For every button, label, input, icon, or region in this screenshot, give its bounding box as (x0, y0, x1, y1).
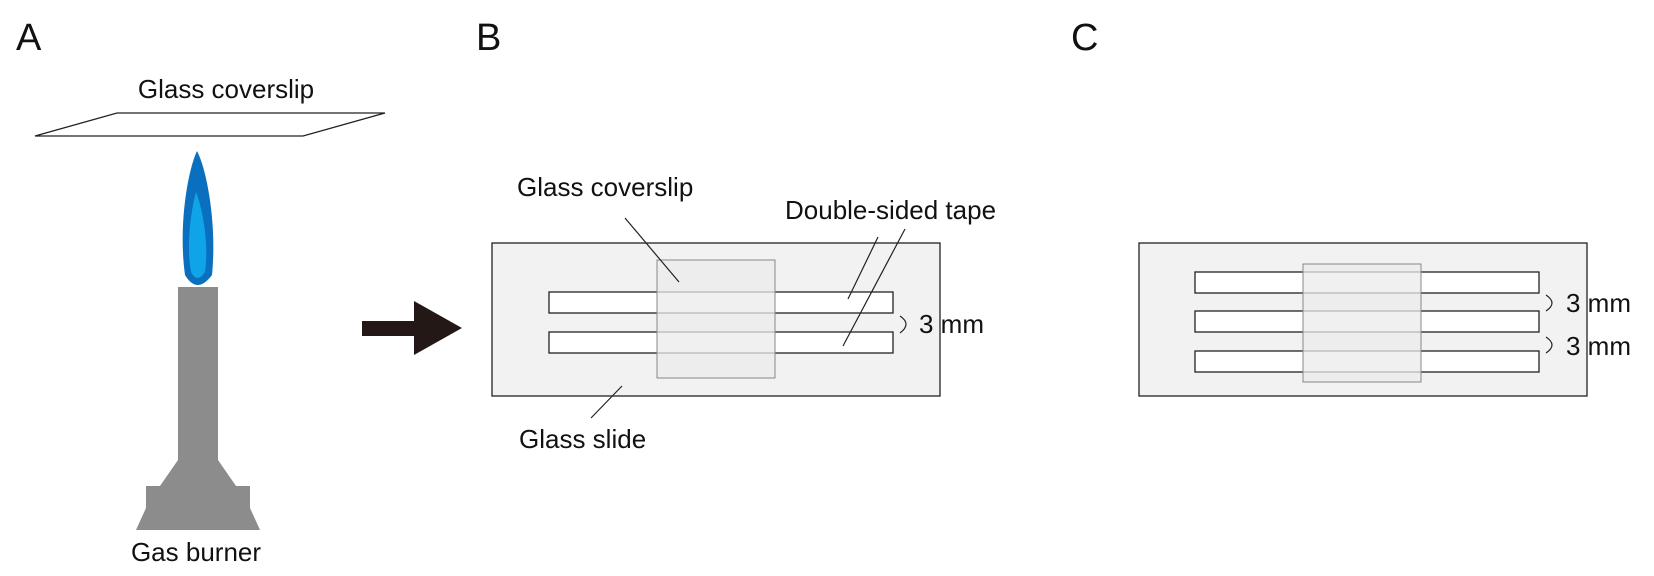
panel-b-gap-label: 3 mm (919, 309, 984, 339)
panel-b-tape-leader (842, 228, 906, 347)
panel-b-letter: B (476, 17, 501, 59)
process-arrow-icon (362, 301, 462, 355)
panel-b-coverslip-leader (624, 217, 680, 283)
panel-a-letter: A (16, 17, 42, 59)
panel-a: A Glass coverslip Gas burner (16, 17, 386, 567)
panel-b-tape-label: Double-sided tape (785, 195, 996, 225)
panel-c-gap-bracket-1 (1545, 294, 1553, 312)
panel-c-gap-label-2: 3 mm (1566, 331, 1631, 361)
panel-b-coverslip-label: Glass coverslip (517, 172, 693, 202)
panel-a-coverslip (34, 112, 386, 137)
panel-c-gap-bracket-2 (1545, 336, 1553, 354)
panel-c-gap-label-1: 3 mm (1566, 288, 1631, 318)
panel-b-gap-bracket (899, 315, 907, 334)
gas-burner-icon (136, 287, 260, 530)
panel-c-glass-coverslip (1302, 263, 1422, 383)
panel-c-letter: C (1071, 17, 1098, 59)
panel-b: B Glass coverslip Double-sided tape 3 mm… (476, 17, 996, 454)
panel-b-slide-leader (590, 385, 623, 419)
panel-c: C 3 mm 3 mm (1071, 17, 1631, 397)
panel-b-tape-leader (847, 236, 879, 300)
panel-a-burner-label: Gas burner (131, 537, 261, 567)
panel-a-coverslip-label: Glass coverslip (138, 74, 314, 104)
panel-b-slide-label: Glass slide (519, 424, 646, 454)
flame-inner-icon (188, 192, 207, 278)
